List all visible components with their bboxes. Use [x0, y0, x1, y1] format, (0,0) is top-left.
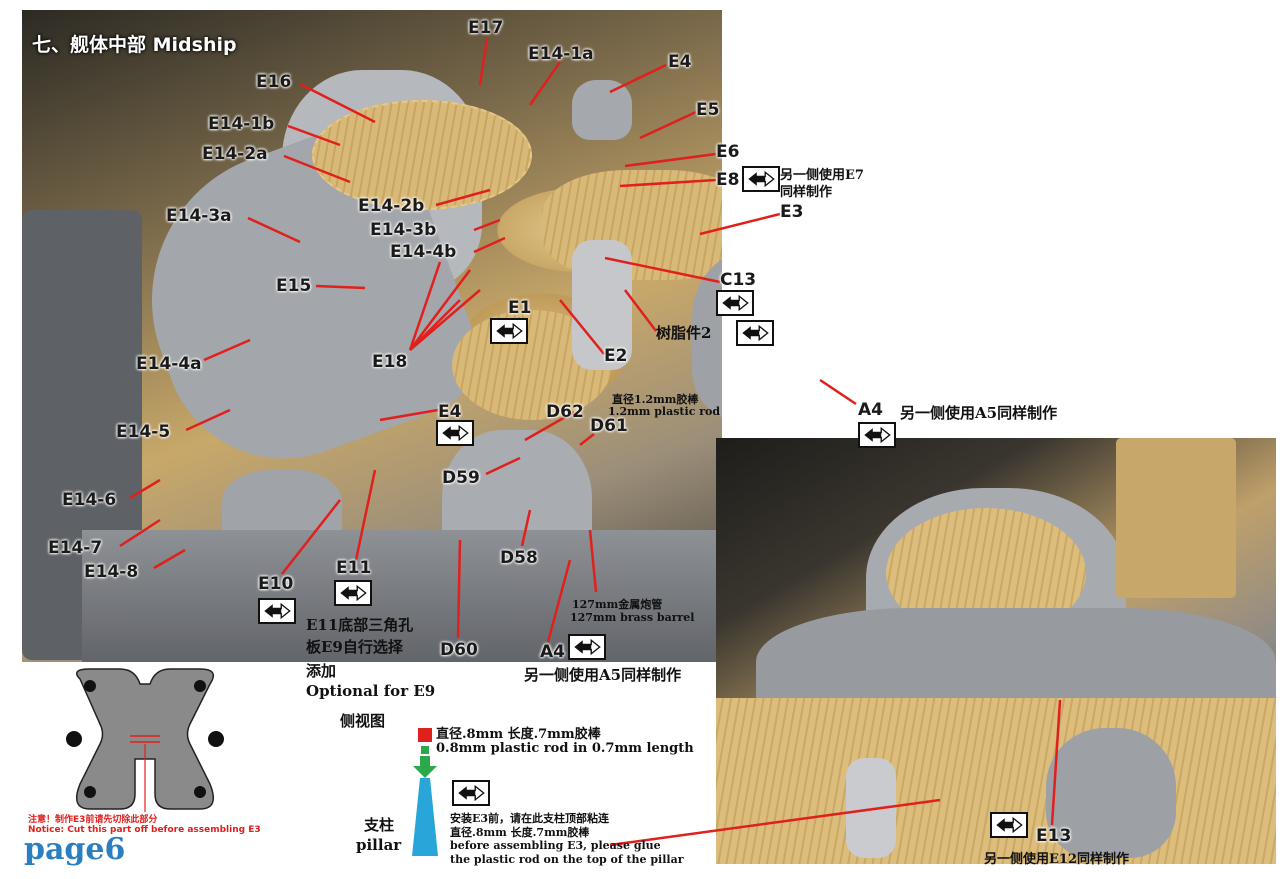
- label-e14-2b: E14-2b: [358, 196, 425, 216]
- label-d58: D58: [500, 548, 538, 568]
- note-e12-other-side: 另一侧使用E12同样制作: [984, 852, 1129, 867]
- label-e2: E2: [604, 346, 628, 366]
- label-e11: E11: [336, 558, 372, 578]
- inset-mast: [1116, 438, 1236, 598]
- label-d60: D60: [440, 640, 478, 660]
- double-arrow-icon-c13: [716, 290, 754, 316]
- note-e11-cn-2: 板E9自行选择: [306, 638, 403, 656]
- double-arrow-icon-e11: [334, 580, 372, 606]
- note-glue-en-1: before assembling E3, please glue: [450, 839, 661, 852]
- label-e14-5: E14-5: [116, 422, 171, 442]
- label-e14-3a: E14-3a: [166, 206, 232, 226]
- double-arrow-icon-a4-bottom: [568, 634, 606, 660]
- inset-photo: [716, 438, 1276, 864]
- upper-deck: [542, 170, 722, 280]
- label-e14-4a: E14-4a: [136, 354, 202, 374]
- note-e11-cn-3: 添加: [306, 662, 337, 680]
- label-a4-bottom: A4: [540, 642, 565, 662]
- note-e11-en: Optional for E9: [306, 682, 436, 700]
- note-pillar-en: pillar: [356, 836, 402, 854]
- label-e14-8: E14-8: [84, 562, 139, 582]
- label-e3: E3: [780, 202, 804, 222]
- note-rod08-en: 0.8mm plastic rod in 0.7mm length: [436, 741, 694, 756]
- double-arrow-icon-resin: [736, 320, 774, 346]
- note-a5-bottom: 另一侧使用A5同样制作: [524, 666, 682, 684]
- note-barrel-en: 127mm brass barrel: [570, 611, 695, 624]
- label-e14-4b: E14-4b: [390, 242, 457, 262]
- note-resin-part: 树脂件2: [656, 324, 712, 342]
- notice-cn: 注意！制作E3前请先切除此部分: [28, 815, 158, 825]
- note-rod-en: 1.2mm plastic rod: [608, 405, 721, 418]
- label-e14-2a: E14-2a: [202, 144, 268, 164]
- label-e1: E1: [508, 298, 532, 318]
- note-glue-cn: 安装E3前，请在此支柱顶部粘连: [450, 812, 610, 825]
- inset-main-deck: [716, 698, 1276, 864]
- label-e4-mid: E4: [438, 402, 462, 422]
- label-e17: E17: [468, 18, 504, 38]
- label-e14-7: E14-7: [48, 538, 103, 558]
- bridge-railing: [312, 100, 532, 210]
- label-e16: E16: [256, 72, 292, 92]
- label-e18: E18: [372, 352, 408, 372]
- label-e14-1a: E14-1a: [528, 44, 594, 64]
- searchlight-top: [572, 80, 632, 140]
- double-arrow-icon-e1: [490, 318, 528, 344]
- label-e13: E13: [1036, 826, 1072, 846]
- label-e4-top: E4: [668, 52, 692, 72]
- note-rod08-cn: 直径.8mm 长度.7mm胶棒: [436, 727, 601, 742]
- double-arrow-icon-a4-right: [858, 422, 896, 448]
- label-e10: E10: [258, 574, 294, 594]
- label-e14-3b: E14-3b: [370, 220, 437, 240]
- page-number: page6: [24, 832, 126, 867]
- notice-en: Notice: Cut this part off before assembl…: [28, 825, 261, 835]
- label-e14-1b: E14-1b: [208, 114, 275, 134]
- double-arrow-icon-e10: [258, 598, 296, 624]
- note-rod-cn: 直径1.2mm胶棒: [612, 393, 699, 406]
- note-glue-en-2: the plastic rod on the top of the pillar: [450, 853, 684, 866]
- rod-green-square: [421, 746, 429, 754]
- note-pillar-cn: 支柱: [364, 816, 395, 834]
- label-e5: E5: [696, 100, 720, 120]
- note-glue-cn-2: 直径.8mm 长度.7mm胶棒: [450, 826, 590, 839]
- rod-red-square: [418, 728, 432, 742]
- double-arrow-icon-e8: [742, 166, 780, 192]
- down-arrow-icon: [413, 756, 437, 778]
- double-arrow-icon-pillar: [452, 780, 490, 806]
- label-c13: C13: [720, 270, 757, 290]
- note-side-view: 侧视图: [340, 712, 386, 730]
- label-d59: D59: [442, 468, 480, 488]
- label-e6: E6: [716, 142, 740, 162]
- label-e15: E15: [276, 276, 312, 296]
- e3-part-diagram: [66, 668, 224, 812]
- double-arrow-icon-e13: [990, 812, 1028, 838]
- note-e7-same: 同样制作: [780, 185, 833, 200]
- inset-pillar: [846, 758, 896, 858]
- note-barrel-cn: 127mm金属炮管: [572, 598, 663, 611]
- double-arrow-icon-e4: [436, 420, 474, 446]
- note-a5-right: 另一侧使用A5同样制作: [900, 404, 1058, 422]
- pillar-diagram: [412, 778, 438, 856]
- label-e14-6: E14-6: [62, 490, 117, 510]
- label-d61: D61: [590, 416, 628, 436]
- label-e8: E8: [716, 170, 740, 190]
- note-e11-cn-1: E11底部三角孔: [306, 616, 414, 634]
- section-title: 七、舰体中部 Midship: [32, 34, 237, 56]
- hull-side: [82, 530, 722, 662]
- label-a4-right: A4: [858, 400, 883, 420]
- note-e7-other-side: 另一侧使用E7: [780, 168, 864, 183]
- inset-turret: [1046, 728, 1176, 858]
- label-d62: D62: [546, 402, 584, 422]
